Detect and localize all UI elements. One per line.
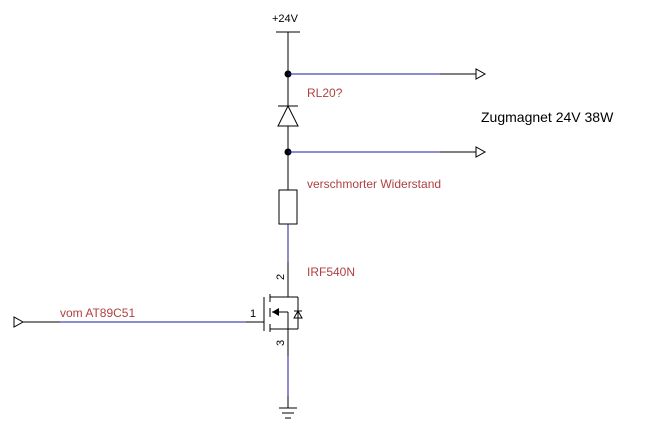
input-port [13, 316, 25, 328]
diode-label: RL20? [307, 86, 343, 100]
load-port-top [475, 68, 487, 80]
input-label: vom AT89C51 [60, 306, 135, 320]
diode-body [277, 104, 299, 127]
resistor-label: verschmorter Widerstand [307, 177, 441, 191]
mosfet-pin-source: 3 [275, 340, 287, 346]
supply-label: +24V [272, 13, 299, 25]
mosfet-label: IRF540N [307, 265, 355, 279]
load-label: Zugmagnet 24V 38W [481, 109, 614, 125]
mosfet-diode [293, 309, 303, 319]
load-port-bottom [475, 146, 487, 158]
mosfet-pin-gate: 1 [250, 308, 256, 320]
mosfet-pin-drain: 2 [275, 274, 287, 280]
mosfet-arrow [272, 308, 279, 316]
resistor-body [278, 189, 298, 225]
